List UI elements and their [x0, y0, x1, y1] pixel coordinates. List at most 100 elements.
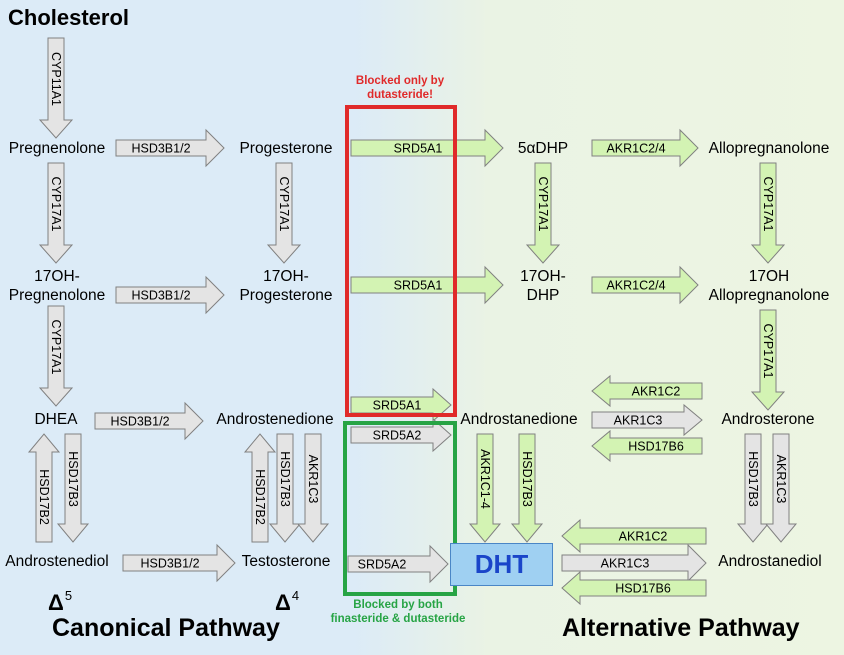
arrow-akr1c3-right-shape	[764, 433, 798, 543]
arrow-akr1c1-4: AKR1C1-4	[468, 433, 502, 543]
arrow-srd5a2-row3-label: SRD5A2	[373, 429, 422, 443]
arrow-hsd17b3-mid-shape	[268, 433, 302, 543]
arrow-hsd17b6-lower-shape	[561, 570, 707, 606]
arrow-akr1c3-upper-shape	[591, 403, 703, 437]
arrow-cyp11a1-shape	[38, 37, 74, 139]
arrow-hsd17b2-mid-shape	[243, 433, 277, 543]
node-testosterone: Testosterone	[241, 553, 331, 570]
blocked-both-note: Blocked by both finasteride & dutasterid…	[330, 599, 466, 625]
arrow-srd5a1-row2-label: SRD5A1	[394, 279, 443, 293]
node-allopregnanolone: Allopregnanolone	[708, 140, 830, 157]
node-androsterone: Androsterone	[721, 411, 815, 428]
arrow-cyp17a1-17ohpreg-label: CYP17A1	[49, 320, 63, 375]
arrow-akr1c2-upper-shape	[591, 374, 703, 408]
arrow-hsd3b1-2-row4: HSD3B1/2	[122, 543, 236, 583]
arrow-cyp17a1-17ohpreg: CYP17A1	[38, 305, 74, 407]
arrow-hsd17b2-left-shape	[27, 433, 61, 543]
node-dht: DHT	[450, 543, 553, 586]
arrow-akr1c3-mid-shape	[296, 433, 330, 543]
arrow-hsd17b3-alt-label: HSD17B3	[520, 451, 534, 507]
arrow-cyp17a1-allo: CYP17A1	[750, 162, 786, 264]
arrow-akr1c2-4-row1-label: AKR1C2/4	[606, 142, 665, 156]
arrow-hsd17b6-upper-shape	[591, 429, 703, 463]
arrow-srd5a2-row4-label: SRD5A2	[358, 558, 407, 572]
arrow-cyp17a1-17ohallo-label: CYP17A1	[761, 324, 775, 379]
arrow-cyp17a1-prog-label: CYP17A1	[277, 177, 291, 232]
arrow-hsd17b6-lower: HSD17B6	[561, 570, 707, 606]
srd5a2-block-box	[343, 421, 457, 596]
arrow-akr1c3-lower-shape	[561, 543, 707, 583]
arrow-akr1c2-lower: AKR1C2	[561, 518, 707, 554]
arrow-cyp11a1-label: CYP11A1	[49, 52, 63, 106]
arrow-hsd17b3-alt-shape	[510, 433, 544, 543]
arrow-akr1c2-lower-label: AKR1C2	[619, 530, 668, 544]
source-title: Cholesterol	[8, 5, 130, 30]
arrow-srd5a1-row1-label: SRD5A1	[394, 142, 443, 156]
arrow-cyp17a1-5adhp-shape	[525, 162, 561, 264]
arrow-hsd17b6-lower-label: HSD17B6	[615, 582, 671, 596]
arrow-akr1c3-upper-label: AKR1C3	[614, 414, 663, 428]
arrow-hsd17b2-mid-label: HSD17B2	[253, 469, 267, 525]
arrow-srd5a1-row1: SRD5A1	[350, 128, 504, 168]
arrow-cyp17a1-17ohallo: CYP17A1	[750, 309, 786, 411]
arrow-hsd3b1-2-row4-label: HSD3B1/2	[140, 557, 199, 571]
arrow-cyp17a1-allo-shape	[750, 162, 786, 264]
srd5a1-block-box	[345, 105, 457, 417]
arrow-akr1c2-4-row2-shape	[591, 265, 699, 305]
arrow-hsd17b3-right-label: HSD17B3	[746, 451, 760, 507]
arrow-cyp17a1-prog-shape	[266, 162, 302, 264]
node-5adhp: 5αDHP	[517, 140, 569, 157]
arrow-cyp17a1-prog: CYP17A1	[266, 162, 302, 264]
arrow-hsd17b3-left-label: HSD17B3	[66, 451, 80, 507]
arrow-hsd17b3-left: HSD17B3	[56, 433, 90, 543]
node-androstenedione: Androstenedione	[216, 411, 334, 428]
arrow-akr1c2-lower-shape	[561, 518, 707, 554]
arrow-hsd3b1-2-row2-shape	[115, 275, 225, 315]
node-17oh-pregnenolone: 17OH-Pregnenolone	[8, 268, 106, 304]
node-progesterone: Progesterone	[239, 140, 333, 157]
arrow-hsd3b1-2-row1-label: HSD3B1/2	[131, 142, 190, 156]
arrow-hsd17b3-right-shape	[736, 433, 770, 543]
arrow-srd5a1-row1-shape	[350, 128, 504, 168]
arrow-hsd17b3-alt: HSD17B3	[510, 433, 544, 543]
arrow-akr1c2-4-row1: AKR1C2/4	[591, 128, 699, 168]
node-pregnenolone: Pregnenolone	[8, 140, 106, 157]
arrow-hsd3b1-2-row3: HSD3B1/2	[94, 401, 204, 441]
arrow-srd5a2-row3-shape	[350, 417, 452, 453]
arrow-hsd3b1-2-row3-label: HSD3B1/2	[110, 415, 169, 429]
node-17oh-dhp: 17OH-DHP	[520, 268, 566, 304]
arrow-hsd3b1-2-row2: HSD3B1/2	[115, 275, 225, 315]
arrow-akr1c3-right: AKR1C3	[764, 433, 798, 543]
arrow-hsd17b3-left-shape	[56, 433, 90, 543]
arrow-akr1c3-lower-label: AKR1C3	[601, 557, 650, 571]
arrow-cyp11a1: CYP11A1	[38, 37, 74, 139]
arrow-akr1c1-4-label: AKR1C1-4	[478, 449, 492, 509]
arrow-cyp17a1-preg-label: CYP17A1	[49, 177, 63, 232]
arrow-hsd17b3-mid-label: HSD17B3	[278, 451, 292, 507]
arrow-srd5a2-row4-shape	[347, 544, 449, 584]
arrow-akr1c3-upper: AKR1C3	[591, 403, 703, 437]
arrow-cyp17a1-allo-label: CYP17A1	[761, 177, 775, 232]
node-androstanedione: Androstanedione	[460, 411, 578, 428]
arrow-srd5a2-row3: SRD5A2	[350, 417, 452, 453]
blocked-dutasteride-note: Blocked only by dutasteride!	[355, 75, 445, 101]
arrow-hsd3b1-2-row3-shape	[94, 401, 204, 441]
arrow-hsd17b3-right: HSD17B3	[736, 433, 770, 543]
arrow-akr1c3-mid: AKR1C3	[296, 433, 330, 543]
delta5-label: Δ5	[48, 588, 73, 615]
arrow-hsd17b2-left-label: HSD17B2	[37, 469, 51, 525]
arrow-akr1c2-upper: AKR1C2	[591, 374, 703, 408]
node-androstenediol: Androstenediol	[5, 553, 109, 570]
alternative-pathway-label: Alternative Pathway	[562, 614, 800, 642]
arrow-hsd3b1-2-row4-shape	[122, 543, 236, 583]
arrow-cyp17a1-17ohpreg-shape	[38, 305, 74, 407]
arrow-hsd17b2-left: HSD17B2	[27, 433, 61, 543]
arrow-hsd17b6-upper: HSD17B6	[591, 429, 703, 463]
node-17oh-progesterone: 17OH-Progesterone	[239, 268, 333, 304]
arrow-akr1c1-4-shape	[468, 433, 502, 543]
arrow-hsd17b2-mid: HSD17B2	[243, 433, 277, 543]
arrow-akr1c3-right-label: AKR1C3	[774, 455, 788, 504]
arrow-akr1c2-4-row2-label: AKR1C2/4	[606, 279, 665, 293]
